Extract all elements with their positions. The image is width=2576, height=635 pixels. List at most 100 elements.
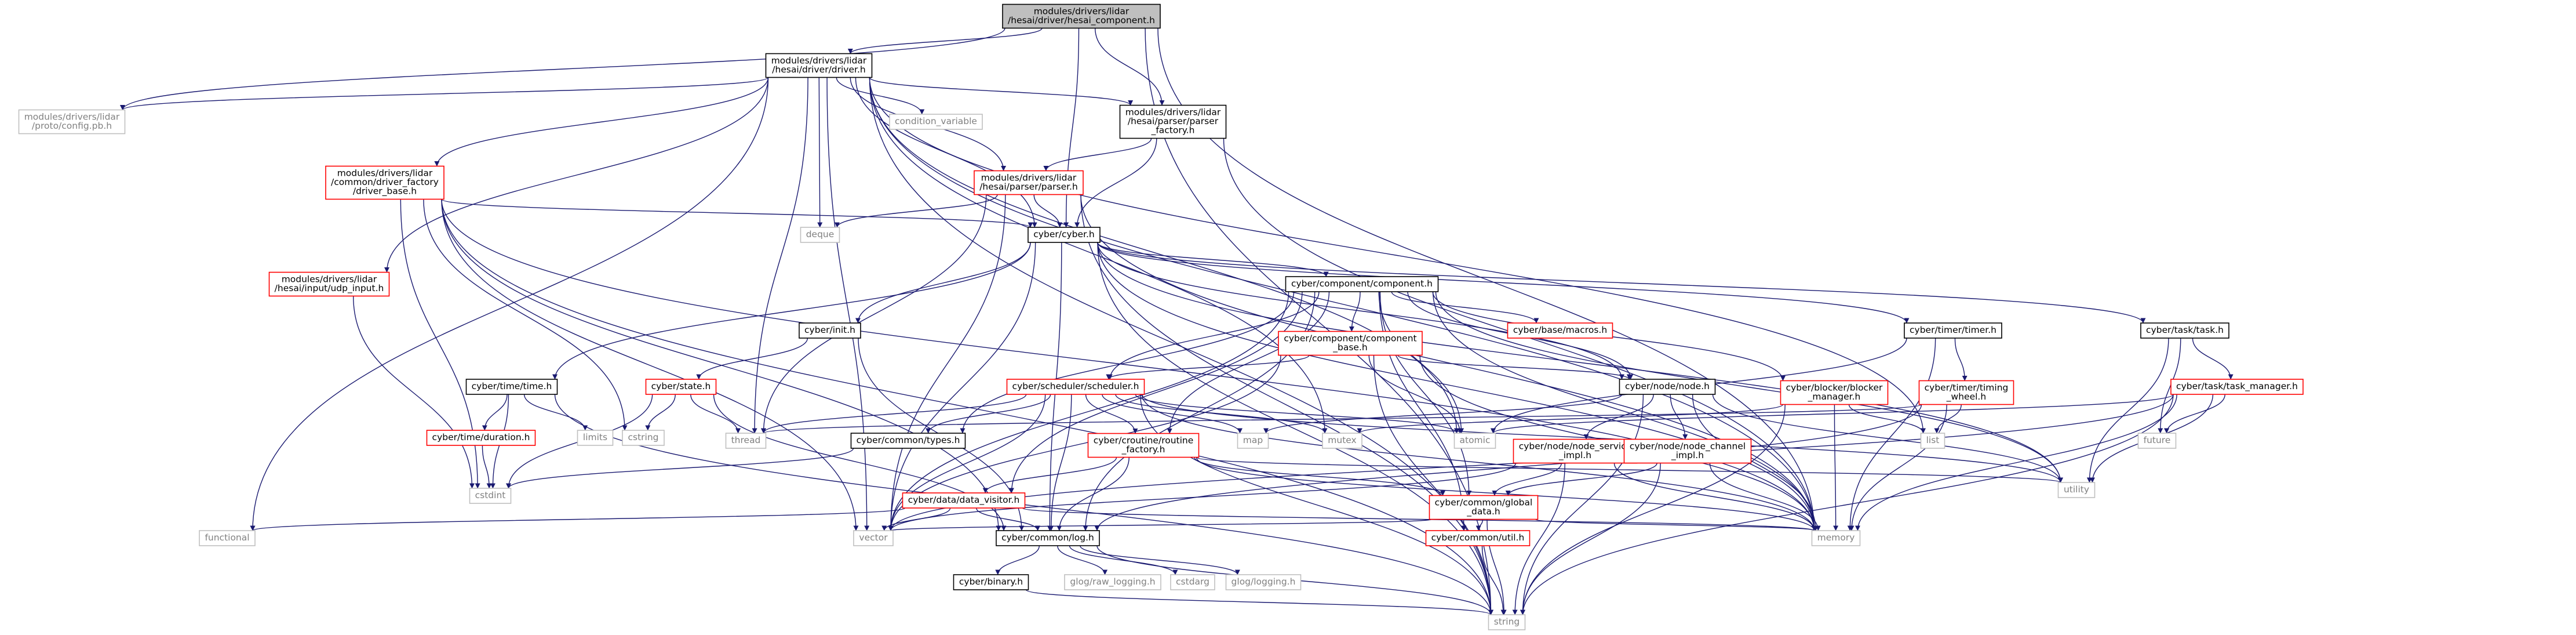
edge <box>1378 291 1464 434</box>
node-blocker-mgr[interactable]: cyber/blocker/blocker_manager.h <box>1780 380 1889 405</box>
edge-arrow <box>1085 394 1138 434</box>
node-node-service[interactable]: cyber/node/node_service_impl.h <box>1513 438 1638 464</box>
edge <box>836 77 925 115</box>
node-box <box>889 114 983 130</box>
edge <box>1520 394 2174 615</box>
edge <box>835 194 998 228</box>
node-label: cstdarg <box>1176 576 1209 587</box>
edge-arrow <box>1106 354 1310 380</box>
edge <box>982 457 1117 494</box>
node-box <box>1904 322 2002 339</box>
edge <box>1847 338 1936 531</box>
node-routine-factory[interactable]: cyber/croutine/routine_factory.h <box>1087 433 1200 458</box>
node-timing-wheel[interactable]: cyber/timer/timing_wheel.h <box>1918 380 2014 405</box>
node-box <box>1064 574 1161 590</box>
edge <box>1712 394 2063 483</box>
node-duration[interactable]: cyber/time/duration.h <box>426 430 536 446</box>
edge-arrow <box>1097 242 2063 483</box>
edge-arrow <box>1043 138 1152 171</box>
node-label: _data.h <box>1466 506 1500 517</box>
edge <box>1934 404 1962 434</box>
node-box <box>799 322 861 339</box>
node-data-visitor[interactable]: cyber/data/data_visitor.h <box>902 492 1026 509</box>
node-box <box>1225 574 1302 590</box>
node-component[interactable]: modules/drivers/lidar/hesai/driver/hesai… <box>1002 3 1161 29</box>
node-util[interactable]: cyber/common/util.h <box>1425 530 1531 546</box>
edge-arrow <box>1135 394 1459 434</box>
node-label: _impl.h <box>1671 450 1704 461</box>
edge <box>1263 394 1623 434</box>
edge <box>761 194 987 434</box>
node-node-channel[interactable]: cyber/node/node_channel_impl.h <box>1623 438 1752 464</box>
edge <box>1025 589 1493 615</box>
edge <box>645 394 676 431</box>
edge <box>2164 394 2225 434</box>
node-label: /hesai/driver/hesai_component.h <box>1008 15 1155 26</box>
node-label: deque <box>806 229 835 240</box>
edge-arrow <box>1435 291 2063 483</box>
edge <box>1194 457 1445 496</box>
node-scheduler[interactable]: cyber/scheduler/scheduler.h <box>1006 379 1145 395</box>
node-udp-input[interactable]: modules/drivers/lidar/hesai/input/udp_in… <box>268 271 390 297</box>
node-driver[interactable]: modules/drivers/lidar/hesai/driver/drive… <box>765 53 873 78</box>
edge <box>1535 518 1817 531</box>
node-cyber[interactable]: cyber/cyber.h <box>1028 227 1101 243</box>
edge-arrow <box>1391 291 1539 324</box>
edge-arrow <box>1025 589 1493 615</box>
node-log[interactable]: cyber/common/log.h <box>996 530 1100 546</box>
node-cstdarg: cstdarg <box>1170 574 1215 590</box>
edge-arrow <box>1373 355 1493 615</box>
node-state[interactable]: cyber/state.h <box>645 379 717 395</box>
node-parser[interactable]: modules/drivers/lidar/hesai/parser/parse… <box>974 170 1084 195</box>
node-box <box>850 433 966 449</box>
edge-arrow <box>1848 404 1926 434</box>
node-label: cyber/base/macros.h <box>1513 325 1607 335</box>
node-global-data[interactable]: cyber/common/global_data.h <box>1429 495 1539 520</box>
edge <box>423 199 628 431</box>
node-box <box>953 574 1029 590</box>
node-node[interactable]: cyber/node/node.h <box>1619 379 1716 395</box>
node-parser-factory[interactable]: modules/drivers/lidar/hesai/parser/parse… <box>1119 104 1227 139</box>
edge <box>1357 404 1784 434</box>
edge <box>1368 355 1463 434</box>
node-task-mgr[interactable]: cyber/task/task_manager.h <box>2170 379 2304 395</box>
node-component-h[interactable]: cyber/component/component.h <box>1285 276 1439 292</box>
node-label: glog/logging.h <box>1231 576 1296 587</box>
edge-arrow <box>869 77 1328 434</box>
edge <box>1085 394 1138 434</box>
node-box <box>853 530 894 546</box>
node-future: future <box>2137 433 2177 449</box>
edge-arrow <box>752 77 808 434</box>
edge <box>441 199 1001 531</box>
node-label: modules/drivers/lidar <box>771 56 867 66</box>
node-label: cyber/node/node_service <box>1519 441 1632 452</box>
node-label: _factory.h <box>1151 125 1195 136</box>
edge-arrow <box>423 199 628 431</box>
edge-arrow <box>888 394 1046 531</box>
node-task[interactable]: cyber/task/task.h <box>2140 322 2229 339</box>
node-box <box>974 170 1084 195</box>
node-macros[interactable]: cyber/base/macros.h <box>1507 322 1613 339</box>
node-label: cyber/node/node_channel <box>1630 441 1746 452</box>
node-label: functional <box>205 532 249 543</box>
node-label: string <box>1494 616 1520 627</box>
edge <box>1520 404 1786 615</box>
node-driver-base[interactable]: modules/drivers/lidar/common/driver_fact… <box>325 165 444 200</box>
node-comp-base[interactable]: cyber/component/component_base.h <box>1278 331 1423 356</box>
edge-arrow <box>1167 291 1330 434</box>
edge-arrow <box>1491 394 2174 434</box>
edge <box>1692 394 1819 531</box>
node-box <box>199 530 256 546</box>
edge-arrow <box>441 199 859 531</box>
node-time[interactable]: cyber/time/time.h <box>465 379 558 395</box>
node-init[interactable]: cyber/init.h <box>799 322 861 339</box>
node-label: _manager.h <box>1808 391 1861 402</box>
node-binary[interactable]: cyber/binary.h <box>953 574 1029 590</box>
node-label: map <box>1243 435 1263 445</box>
node-label: cyber/node/node.h <box>1625 381 1710 391</box>
node-types[interactable]: cyber/common/types.h <box>850 433 966 449</box>
edge <box>120 28 1005 110</box>
edge-arrow <box>1095 28 1165 106</box>
node-timer[interactable]: cyber/timer/timer.h <box>1904 322 2002 339</box>
